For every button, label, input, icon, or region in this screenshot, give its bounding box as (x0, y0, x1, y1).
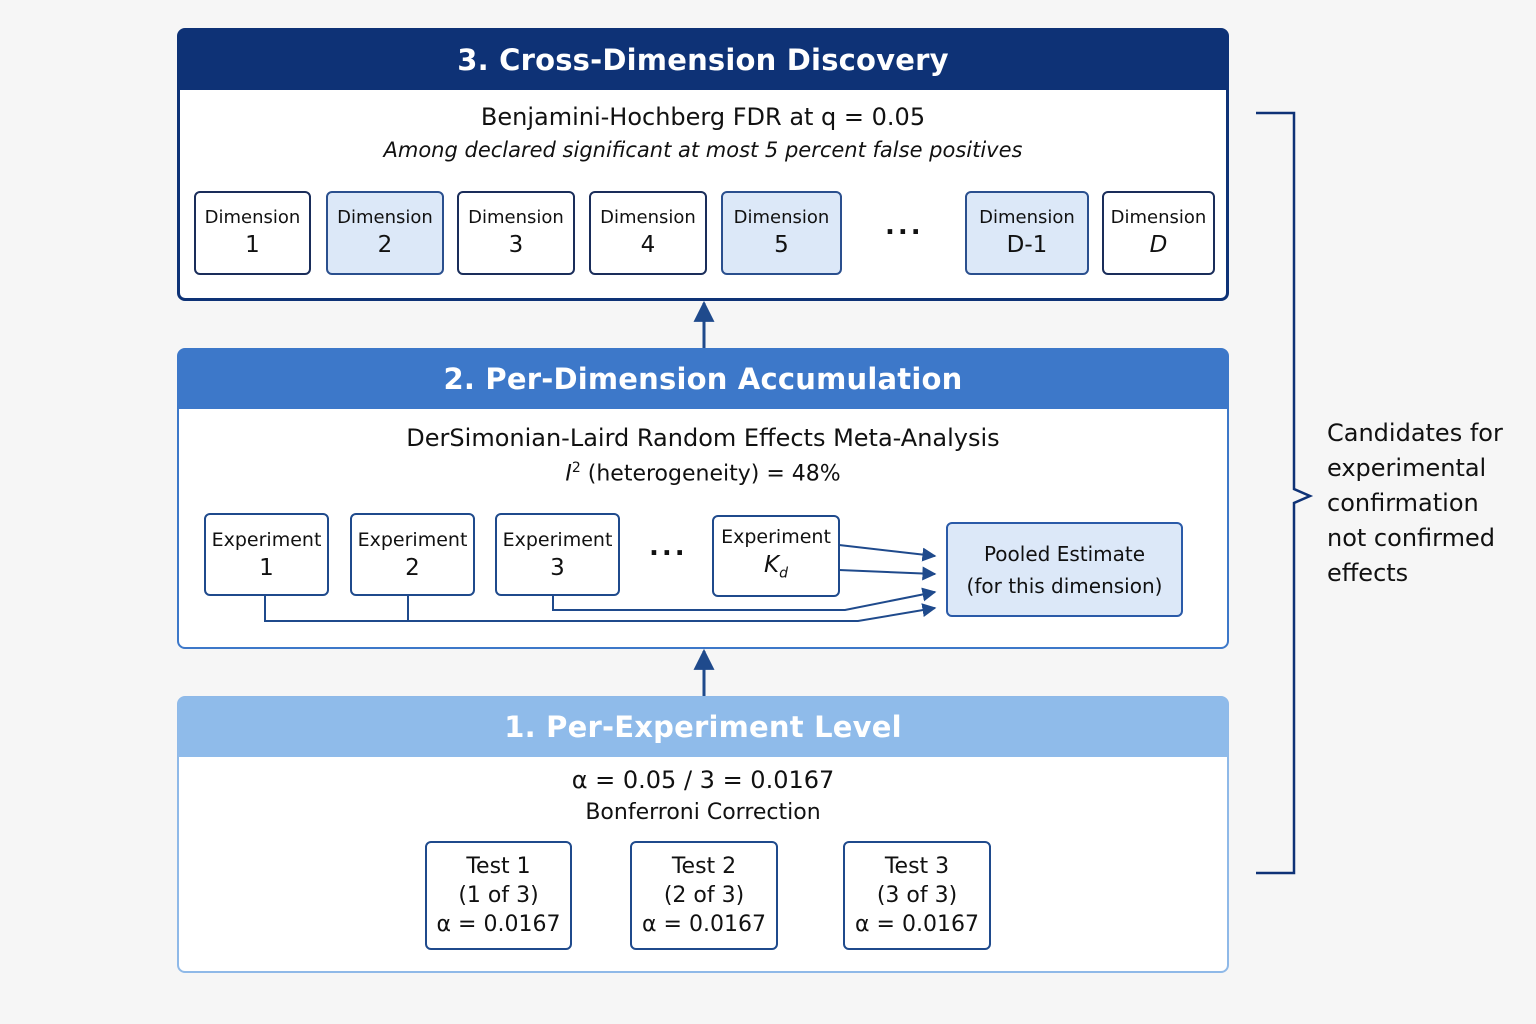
dimension-index: 5 (774, 232, 789, 258)
test-alpha: α = 0.0167 (436, 912, 561, 937)
dimension-label: Dimension (337, 207, 433, 228)
experiment-label: Experiment (502, 528, 613, 551)
dimension-box-5: Dimension 5 (721, 191, 842, 275)
heterogeneity-symbol: I (565, 461, 572, 487)
test-count: (3 of 3) (876, 883, 958, 908)
experiment-label: Experiment (721, 525, 831, 548)
level3-panel: 3. Cross-Dimension Discovery Benjamini-H… (177, 28, 1229, 301)
dimension-label: Dimension (1110, 207, 1207, 228)
test-box-1: Test 1 (1 of 3) α = 0.0167 (425, 841, 572, 950)
side-note-line: confirmation (1327, 489, 1479, 517)
dimension-index: D (1149, 232, 1168, 258)
heterogeneity-sup: 2 (571, 460, 581, 476)
experiment-ellipsis: ... (649, 532, 688, 562)
side-note-line: effects (1327, 559, 1409, 587)
experiment-label: Experiment (357, 528, 468, 551)
dimension-box-1: Dimension 1 (194, 191, 311, 275)
experiment-index: 1 (259, 554, 274, 581)
dimension-label: Dimension (733, 207, 830, 228)
dimension-box-4: Dimension 4 (589, 191, 707, 275)
dimension-label: Dimension (979, 207, 1075, 228)
experiment-index: Kd (764, 550, 788, 589)
dimension-label: Dimension (204, 207, 301, 228)
dimension-box-d-minus-1: Dimension D-1 (965, 191, 1089, 275)
test-count: (2 of 3) (663, 883, 745, 908)
pooled-estimate-title: Pooled Estimate (983, 541, 1146, 566)
level1-panel: 1. Per-Experiment Level α = 0.05 / 3 = 0… (177, 696, 1229, 973)
side-bracket (1256, 111, 1314, 875)
dimension-index: 2 (377, 232, 393, 258)
dimension-index: 4 (640, 232, 656, 258)
pooled-estimate-box: Pooled Estimate (for this dimension) (946, 522, 1183, 617)
experiment-index: 3 (550, 554, 565, 581)
experiment-box-kd: Experiment Kd (712, 515, 840, 597)
experiment-index: 2 (405, 554, 420, 581)
level2-title: 2. Per-Dimension Accumulation (178, 349, 1228, 409)
level2-panel: 2. Per-Dimension Accumulation DerSimonia… (177, 348, 1229, 649)
level3-method: Benjamini-Hochberg FDR at q = 0.05 (480, 103, 926, 131)
dimension-index: 1 (245, 232, 260, 258)
side-note-line: Candidates for (1327, 419, 1503, 447)
side-note-line: not confirmed (1327, 524, 1495, 552)
experiment-box-2: Experiment 2 (350, 513, 475, 596)
experiment-index-sub-text: d (779, 565, 788, 582)
test-name: Test 2 (671, 854, 737, 879)
level3-note: Among declared significant at most 5 per… (383, 138, 1023, 162)
experiment-box-3: Experiment 3 (495, 513, 620, 596)
test-box-3: Test 3 (3 of 3) α = 0.0167 (843, 841, 991, 950)
test-name: Test 1 (466, 854, 531, 879)
test-box-2: Test 2 (2 of 3) α = 0.0167 (630, 841, 778, 950)
test-alpha: α = 0.0167 (855, 912, 979, 937)
level1-title: 1. Per-Experiment Level (178, 697, 1228, 757)
side-note: Candidates for experimental confirmation… (1327, 416, 1503, 591)
level3-title: 3. Cross-Dimension Discovery (179, 30, 1227, 90)
dimension-ellipsis: ... (885, 211, 924, 241)
pooled-estimate-subtitle: (for this dimension) (966, 573, 1163, 598)
test-count: (1 of 3) (458, 883, 539, 908)
dimension-label: Dimension (600, 207, 696, 228)
level2-heterogeneity: I2 (heterogeneity) = 48% (179, 460, 1227, 486)
dimension-box-3: Dimension 3 (457, 191, 575, 275)
experiment-label: Experiment (211, 528, 322, 551)
test-name: Test 3 (884, 854, 950, 879)
heterogeneity-text: (heterogeneity) = 48% (580, 461, 841, 487)
experiment-index-k: K (764, 551, 780, 578)
dimension-index: 3 (508, 232, 524, 258)
level1-method: Bonferroni Correction (585, 800, 821, 825)
dimension-box-2: Dimension 2 (326, 191, 444, 275)
side-note-line: experimental (1327, 454, 1487, 482)
dimension-box-d: Dimension D (1102, 191, 1215, 275)
test-alpha: α = 0.0167 (642, 912, 766, 937)
dimension-index: D-1 (1006, 232, 1048, 258)
level2-method: DerSimonian-Laird Random Effects Meta-An… (406, 424, 1000, 452)
experiment-index-sub: d (779, 565, 788, 581)
experiment-box-1: Experiment 1 (204, 513, 329, 596)
dimension-label: Dimension (468, 207, 564, 228)
level1-alpha: α = 0.05 / 3 = 0.0167 (571, 766, 835, 794)
